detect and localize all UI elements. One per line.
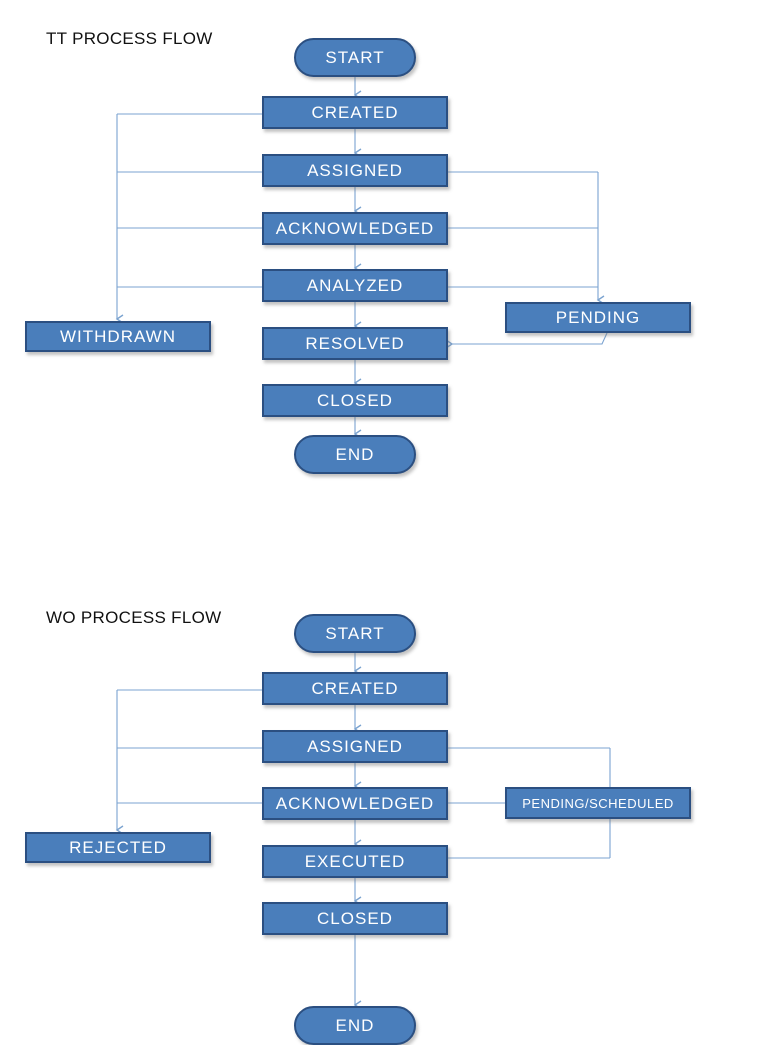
edge-tt-pending-resolved <box>445 332 608 349</box>
node-wo-end[interactable]: END <box>294 1006 416 1045</box>
tt-flow-title: TT PROCESS FLOW <box>46 29 213 48</box>
node-tt-withdrawn[interactable]: WITHDRAWN <box>25 321 211 352</box>
flowchart-canvas: TT PROCESS FLOW START CREATED ASSIGNED A… <box>25 29 691 1045</box>
node-tt-closed[interactable]: CLOSED <box>262 384 448 417</box>
node-tt-analyzed[interactable]: ANALYZED <box>262 269 448 302</box>
node-wo-pending-scheduled[interactable]: PENDING/SCHEDULED <box>505 787 691 819</box>
node-wo-rejected[interactable]: REJECTED <box>25 832 211 863</box>
node-tt-start[interactable]: START <box>294 38 416 77</box>
node-tt-created[interactable]: CREATED <box>262 96 448 129</box>
node-tt-assigned[interactable]: ASSIGNED <box>262 154 448 187</box>
node-tt-resolved[interactable]: RESOLVED <box>262 327 448 360</box>
wo-flow-title: WO PROCESS FLOW <box>46 608 222 627</box>
node-tt-acknowledged[interactable]: ACKNOWLEDGED <box>262 212 448 245</box>
node-wo-start[interactable]: START <box>294 614 416 653</box>
node-wo-closed[interactable]: CLOSED <box>262 902 448 935</box>
node-tt-pending[interactable]: PENDING <box>505 302 691 333</box>
node-wo-acknowledged[interactable]: ACKNOWLEDGED <box>262 787 448 820</box>
node-wo-executed[interactable]: EXECUTED <box>262 845 448 878</box>
node-wo-assigned[interactable]: ASSIGNED <box>262 730 448 763</box>
node-wo-created[interactable]: CREATED <box>262 672 448 705</box>
node-tt-end[interactable]: END <box>294 435 416 474</box>
